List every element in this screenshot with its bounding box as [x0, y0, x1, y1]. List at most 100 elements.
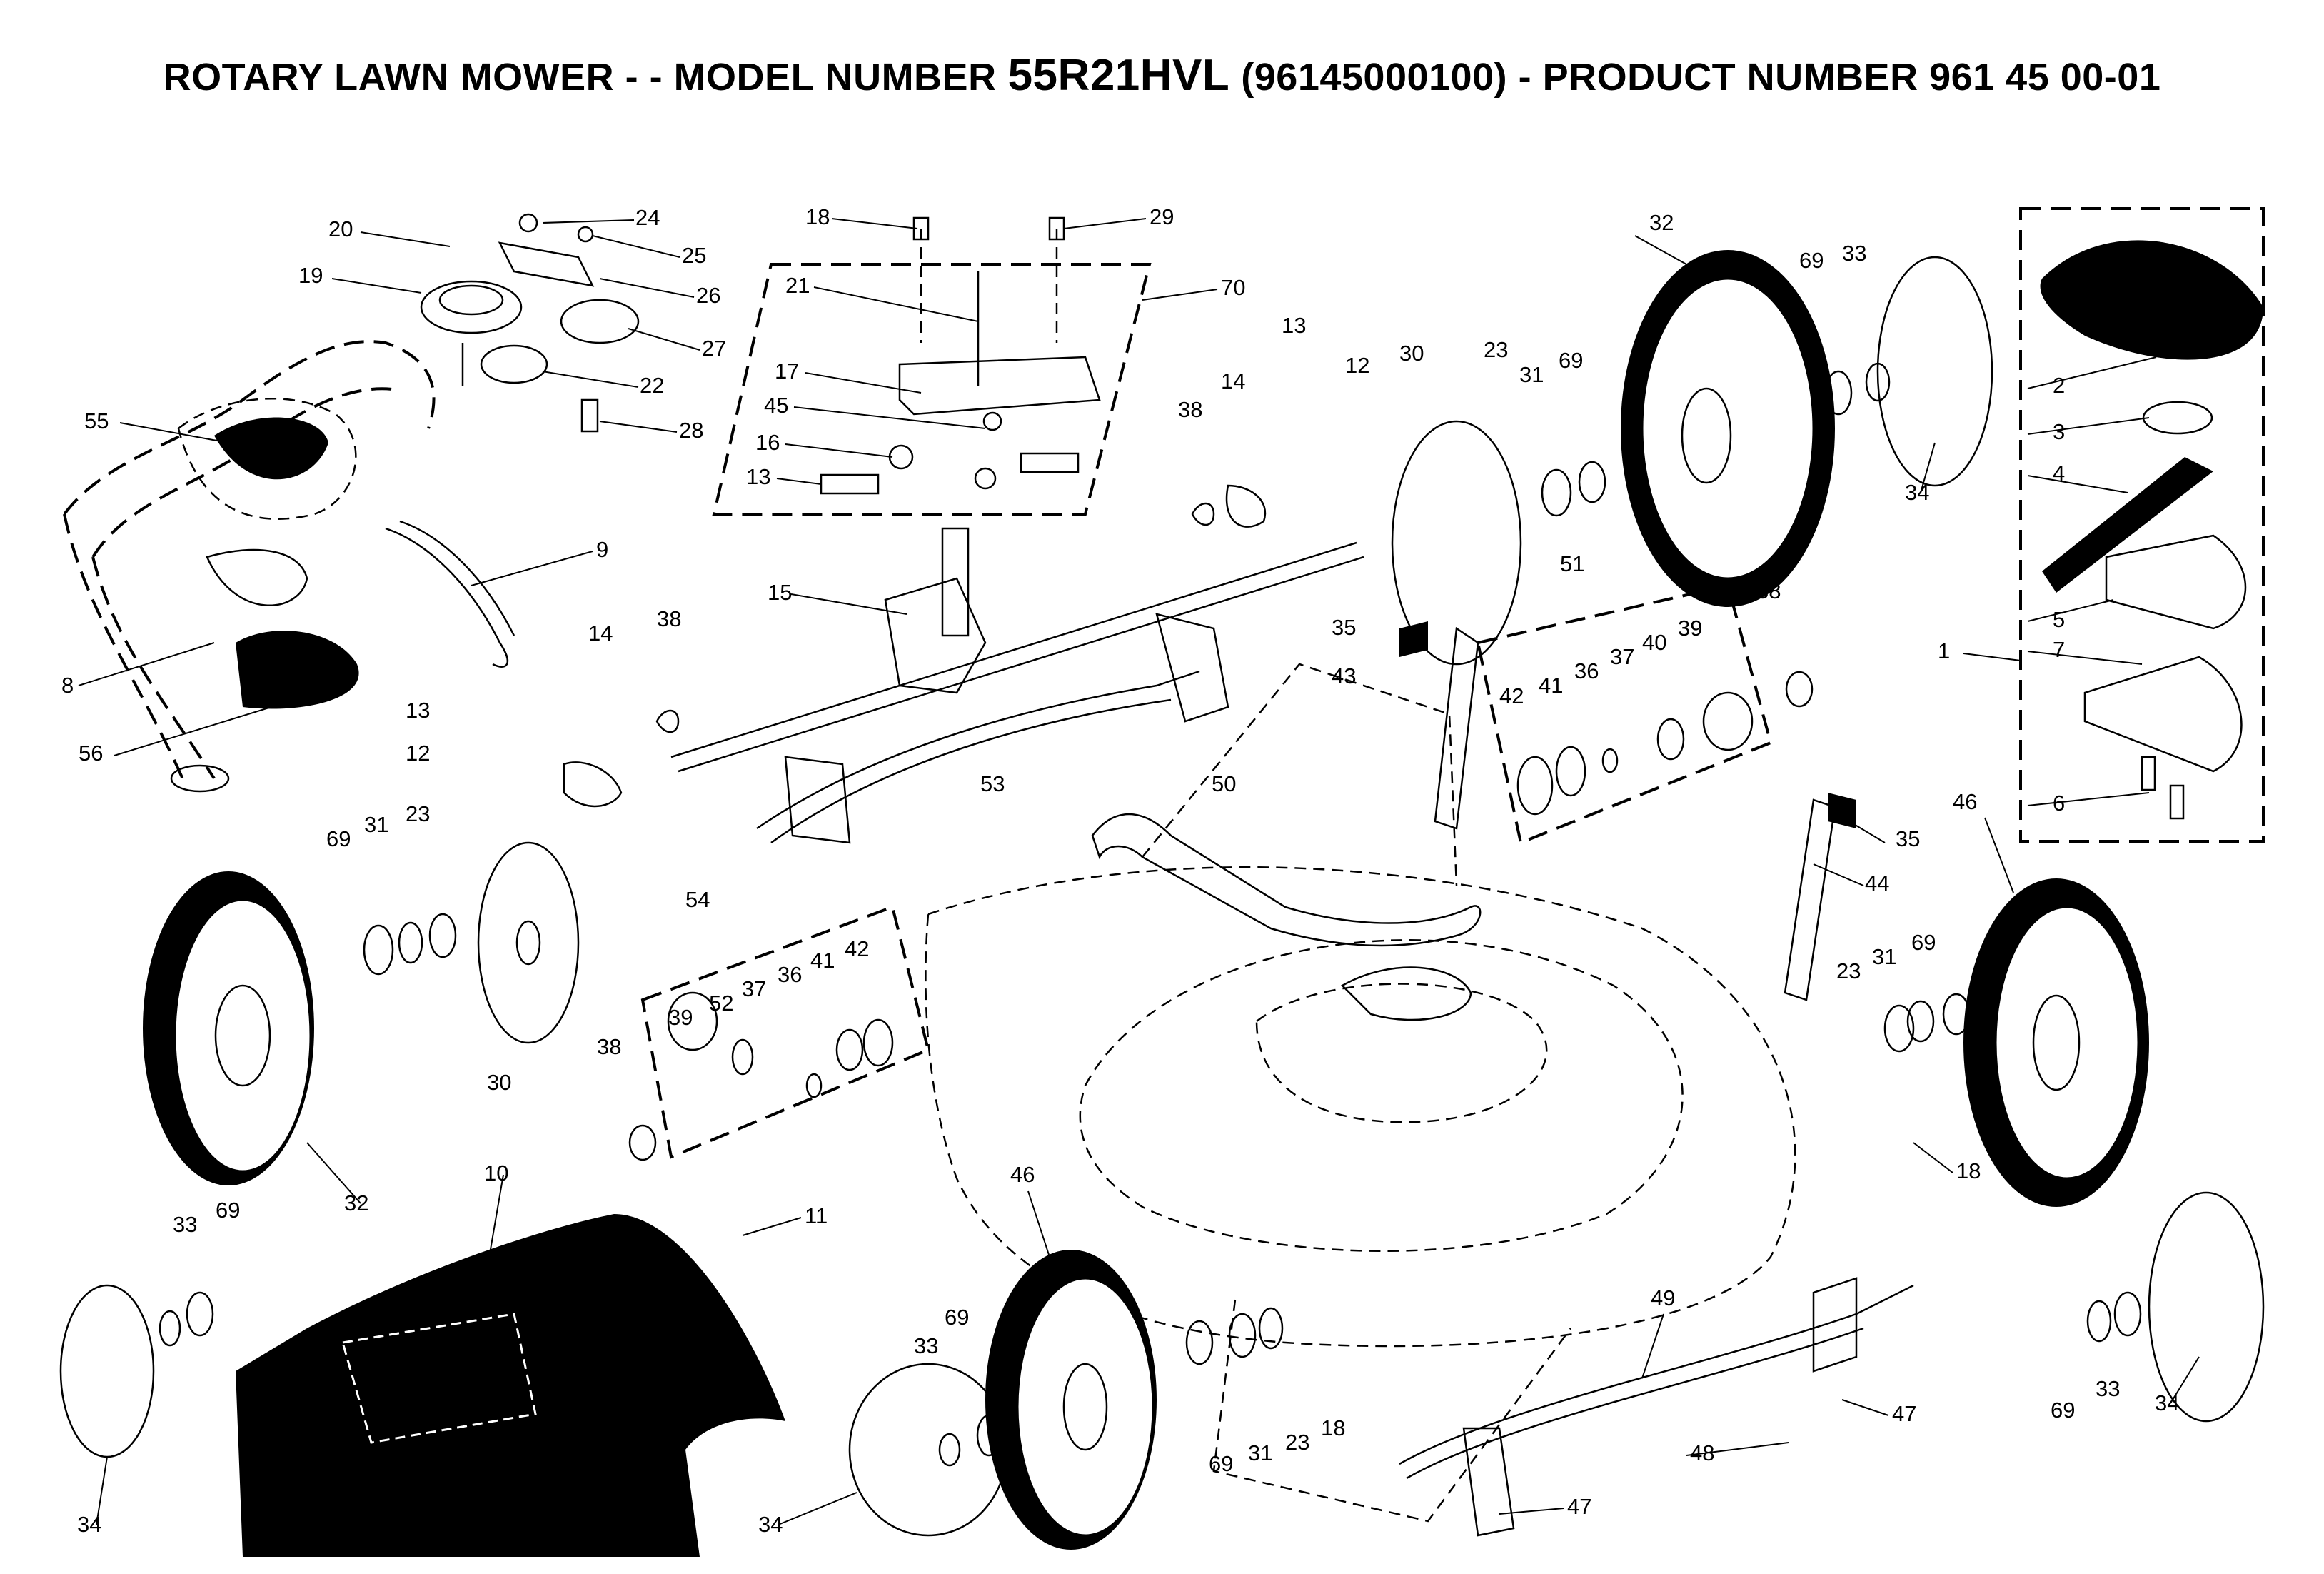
callout-label: 17 [775, 359, 799, 384]
callout-label: 9 [596, 537, 608, 562]
callout-label: 42 [1499, 683, 1524, 708]
callout-label: 11 [805, 1203, 828, 1228]
callout-label: 4 [2053, 461, 2065, 486]
title-model-number: 55R21HVL [1007, 51, 1230, 100]
callout-label: 23 [1285, 1430, 1309, 1455]
callout-label: 56 [79, 741, 103, 766]
callout-label: 32 [344, 1190, 368, 1215]
callout-label: 47 [1892, 1401, 1916, 1426]
callout-label: 13 [746, 464, 770, 489]
wheel-front-right [1883, 878, 2265, 1423]
wheel-left-rear [143, 841, 580, 1185]
callout-label: 13 [1282, 313, 1306, 338]
callout-label: 43 [1332, 663, 1356, 688]
callout-label: 31 [1872, 944, 1896, 969]
callout-label: 13 [406, 698, 430, 723]
callout-label: 34 [1905, 480, 1929, 505]
callout-label: 23 [406, 801, 430, 826]
callout-label: 10 [484, 1161, 508, 1185]
callout-label: 38 [597, 1034, 621, 1059]
callout-label: 35 [1896, 826, 1920, 851]
callout-label: 40 [1642, 630, 1666, 655]
callout-label: 6 [2053, 791, 2065, 816]
callout-label: 32 [1649, 210, 1674, 235]
callout-label: 15 [768, 580, 792, 605]
callout-label: 54 [685, 887, 710, 912]
pulley-set [420, 213, 640, 433]
callout-label: 31 [364, 812, 388, 837]
callout-label: 20 [328, 216, 353, 241]
transmission-axle [563, 484, 1364, 844]
callout-label: 39 [1678, 616, 1702, 641]
title-prefix: ROTARY LAWN MOWER - - MODEL NUMBER [163, 56, 997, 99]
callout-label: 49 [1651, 1285, 1675, 1310]
callout-label: 36 [778, 962, 802, 987]
callout-label: 69 [2051, 1398, 2075, 1423]
callout-label: 29 [1150, 204, 1174, 229]
handle-assembly [63, 340, 515, 793]
callout-label: 25 [682, 243, 706, 268]
callout-label: 69 [1559, 348, 1583, 373]
callout-label: 46 [1010, 1162, 1035, 1187]
callout-label: 46 [1953, 789, 1977, 814]
leader-lines [78, 218, 2200, 1525]
assembly-box-1 [2019, 207, 2265, 843]
callout-label: 27 [702, 336, 726, 361]
callout-label: 21 [785, 273, 810, 298]
callout-label: 18 [1321, 1415, 1345, 1440]
callout-label: 12 [1345, 353, 1369, 378]
callout-label: 31 [1248, 1440, 1272, 1465]
callout-label: 18 [1956, 1158, 1981, 1183]
callout-label: 50 [1212, 771, 1236, 796]
callout-label: 37 [742, 976, 766, 1001]
callout-label: 69 [945, 1305, 969, 1330]
callout-label: 69 [216, 1198, 240, 1223]
callout-label: 33 [1842, 241, 1866, 266]
callout-label: 42 [845, 936, 869, 961]
callout-label: 19 [298, 263, 323, 288]
callout-label: 51 [1560, 551, 1584, 576]
callout-label: 47 [1567, 1494, 1591, 1519]
callout-label: 38 [657, 606, 681, 631]
wheel-front-left [848, 1250, 1284, 1550]
height-adjust-levers [1399, 621, 1856, 1001]
wheel-right-rear [1391, 250, 1993, 666]
callout-label: 14 [1221, 369, 1245, 394]
callout-label: 45 [764, 393, 788, 418]
callout-label: 31 [1519, 362, 1544, 387]
assembly-box-70 [712, 263, 1152, 516]
callout-label: 69 [326, 826, 351, 851]
wheel-left-hubcap-34 [59, 1284, 214, 1458]
callout-label: 38 [1178, 397, 1202, 422]
callout-label: 35 [1332, 615, 1356, 640]
assembly-box-54 [640, 905, 930, 1159]
callout-label: 70 [1221, 275, 1245, 300]
callout-label: 22 [640, 373, 664, 398]
callout-label: 69 [1799, 248, 1824, 273]
callout-label: 52 [709, 991, 733, 1016]
callout-label: 28 [679, 418, 703, 443]
drive-gear-parts [628, 671, 1814, 1161]
callout-label: 30 [1399, 341, 1424, 366]
callout-label: 30 [487, 1070, 511, 1095]
title-suffix: (96145000100) - PRODUCT NUMBER 961 45 00… [1241, 56, 2161, 99]
callout-label: 5 [2053, 607, 2065, 632]
blade-assembly [2040, 240, 2263, 820]
callout-label: 55 [84, 408, 109, 433]
callout-label: 69 [1209, 1451, 1233, 1476]
front-axle [1399, 1277, 1914, 1537]
rear-cover [236, 1214, 785, 1557]
callout-label: 26 [696, 283, 720, 308]
callout-label: 24 [635, 205, 660, 230]
callout-label: 36 [1574, 658, 1599, 683]
callout-label: 7 [2053, 637, 2065, 662]
callout-label: 23 [1836, 958, 1861, 983]
callout-label: 33 [914, 1333, 938, 1358]
callout-labels: 20 19 24 25 26 27 22 28 55 9 8 56 18 29 … [61, 204, 2179, 1537]
callout-label: 41 [1539, 673, 1563, 698]
callout-label: 18 [805, 204, 830, 229]
callout-label: 33 [2096, 1376, 2120, 1401]
callout-label: 53 [980, 771, 1005, 796]
